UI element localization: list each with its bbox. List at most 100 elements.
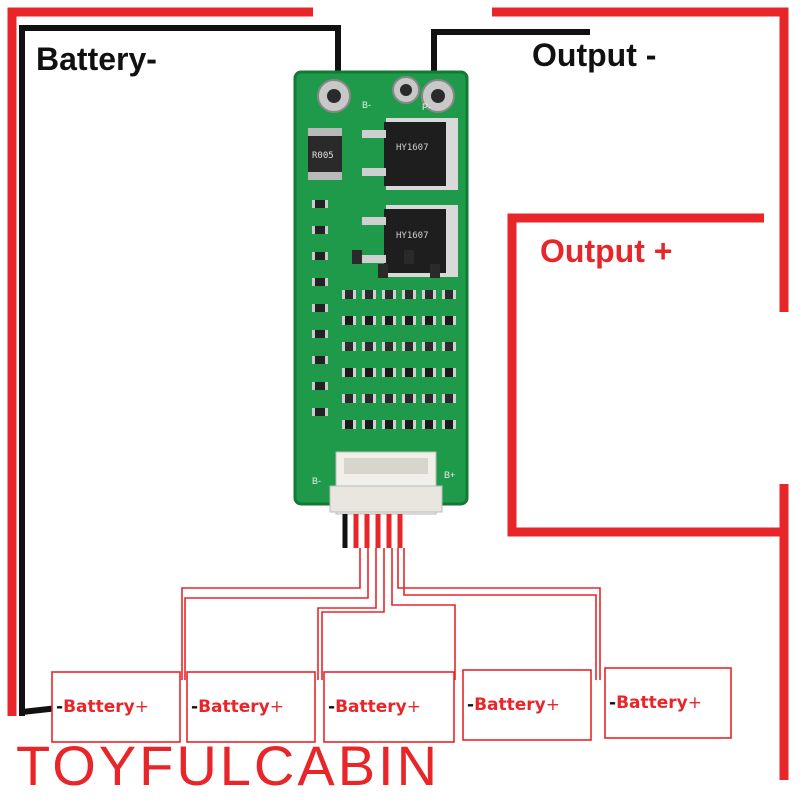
- cell-plus-sign: +: [688, 693, 702, 713]
- battery-cell-1: -Battery+: [51, 671, 181, 743]
- cell-minus-sign: -: [328, 697, 335, 717]
- smd-part: [442, 420, 456, 429]
- smd-part: [353, 368, 356, 377]
- pad-b-minus: B-: [317, 79, 371, 113]
- smd-part: [373, 290, 376, 299]
- smd-part: [453, 316, 456, 325]
- cell-name: Battery: [63, 697, 135, 717]
- smd-part: [382, 290, 385, 299]
- smd-part: [413, 394, 416, 403]
- smd-part: [312, 382, 328, 390]
- pad-middle: [392, 76, 420, 104]
- smd-part: [312, 356, 315, 364]
- smd-part: [422, 316, 425, 325]
- cell-plus-sign: +: [135, 697, 149, 717]
- smd-part: [353, 342, 356, 351]
- smd-part: [442, 290, 456, 299]
- battery-cell-box: [604, 667, 732, 739]
- smd-part: [402, 316, 416, 325]
- smd-part: [362, 394, 376, 403]
- smd-part: [402, 316, 405, 325]
- smd-part: [422, 368, 436, 377]
- mosfet-1: HY1607: [362, 118, 458, 190]
- smd-part: [362, 368, 376, 377]
- battery-cell-4: -Battery+: [462, 669, 592, 741]
- smd-part: [325, 200, 328, 208]
- smd-part: [402, 420, 416, 429]
- smd-part: [433, 394, 436, 403]
- balance-wire-1: [181, 548, 361, 680]
- smd-part: [382, 368, 385, 377]
- smd-part: [433, 342, 436, 351]
- balance-wire-4: [321, 548, 385, 680]
- cell-minus-sign: -: [467, 695, 474, 715]
- smd-part: [312, 278, 315, 286]
- smd-part: [430, 264, 440, 278]
- smd-part: [342, 420, 345, 429]
- smd-part: [342, 368, 356, 377]
- smd-part: [342, 316, 356, 325]
- smd-part: [402, 394, 416, 403]
- mosfet-2-label: HY1607: [396, 231, 429, 241]
- smd-part: [352, 250, 362, 264]
- smd-part: [382, 290, 396, 299]
- battery-cell-3: -Battery+: [323, 671, 455, 743]
- battery-cell-label: -Battery+: [609, 693, 702, 713]
- smd-part: [402, 290, 416, 299]
- smd-part: [342, 342, 345, 351]
- smd-part: [382, 316, 385, 325]
- battery-cell-label: -Battery+: [328, 697, 421, 717]
- smd-components: [312, 200, 456, 429]
- balance-leads: [342, 514, 403, 548]
- smd-part: [325, 226, 328, 234]
- smd-part: [373, 420, 376, 429]
- smd-part: [433, 368, 436, 377]
- output-plus-label: Output +: [540, 233, 672, 269]
- pad-p-minus-label: P-: [422, 102, 431, 112]
- battery-cell-label: -Battery+: [191, 697, 284, 717]
- smd-part: [382, 420, 385, 429]
- smd-part: [312, 278, 328, 286]
- pad-b-minus-label: B-: [362, 100, 371, 110]
- smd-part: [413, 290, 416, 299]
- connector-b-plus-label: B+: [444, 470, 455, 480]
- smd-part: [342, 316, 345, 325]
- balance-connector: B- B+: [312, 451, 455, 515]
- balance-wire-7: [403, 548, 597, 680]
- battery-cell-box: [51, 671, 181, 743]
- smd-part: [325, 252, 328, 260]
- smd-part: [422, 290, 425, 299]
- smd-part: [312, 226, 315, 234]
- battery-cell-2: -Battery+: [186, 671, 316, 743]
- smd-part: [442, 342, 456, 351]
- red-frame-wires: [7, 7, 789, 780]
- smd-part: [442, 290, 445, 299]
- smd-part: [312, 304, 315, 312]
- cell-minus-sign: -: [609, 693, 616, 713]
- smd-part: [413, 316, 416, 325]
- smd-part: [362, 316, 376, 325]
- smd-part: [393, 290, 396, 299]
- smd-part: [422, 368, 425, 377]
- smd-part: [362, 342, 365, 351]
- smd-part: [312, 330, 315, 338]
- smd-part: [382, 342, 396, 351]
- smd-part: [325, 278, 328, 286]
- output-minus-label: Output -: [532, 37, 656, 73]
- smd-part: [382, 342, 385, 351]
- smd-part: [402, 342, 405, 351]
- smd-part: [433, 316, 436, 325]
- battery-cells: -Battery+-Battery+-Battery+-Battery+-Bat…: [51, 667, 732, 743]
- smd-part: [353, 290, 356, 299]
- smd-part: [312, 382, 315, 390]
- smd-part: [422, 394, 436, 403]
- smd-part: [393, 316, 396, 325]
- battery-cell-label: -Battery+: [467, 695, 560, 715]
- bms-board: B- P- R005 HY1607: [293, 70, 469, 548]
- smd-part: [402, 394, 405, 403]
- cell-plus-sign: +: [270, 697, 284, 717]
- battery-minus-wire: [19, 25, 341, 716]
- smd-part: [373, 342, 376, 351]
- top-right-frame-wire: [492, 7, 789, 312]
- smd-part: [442, 420, 445, 429]
